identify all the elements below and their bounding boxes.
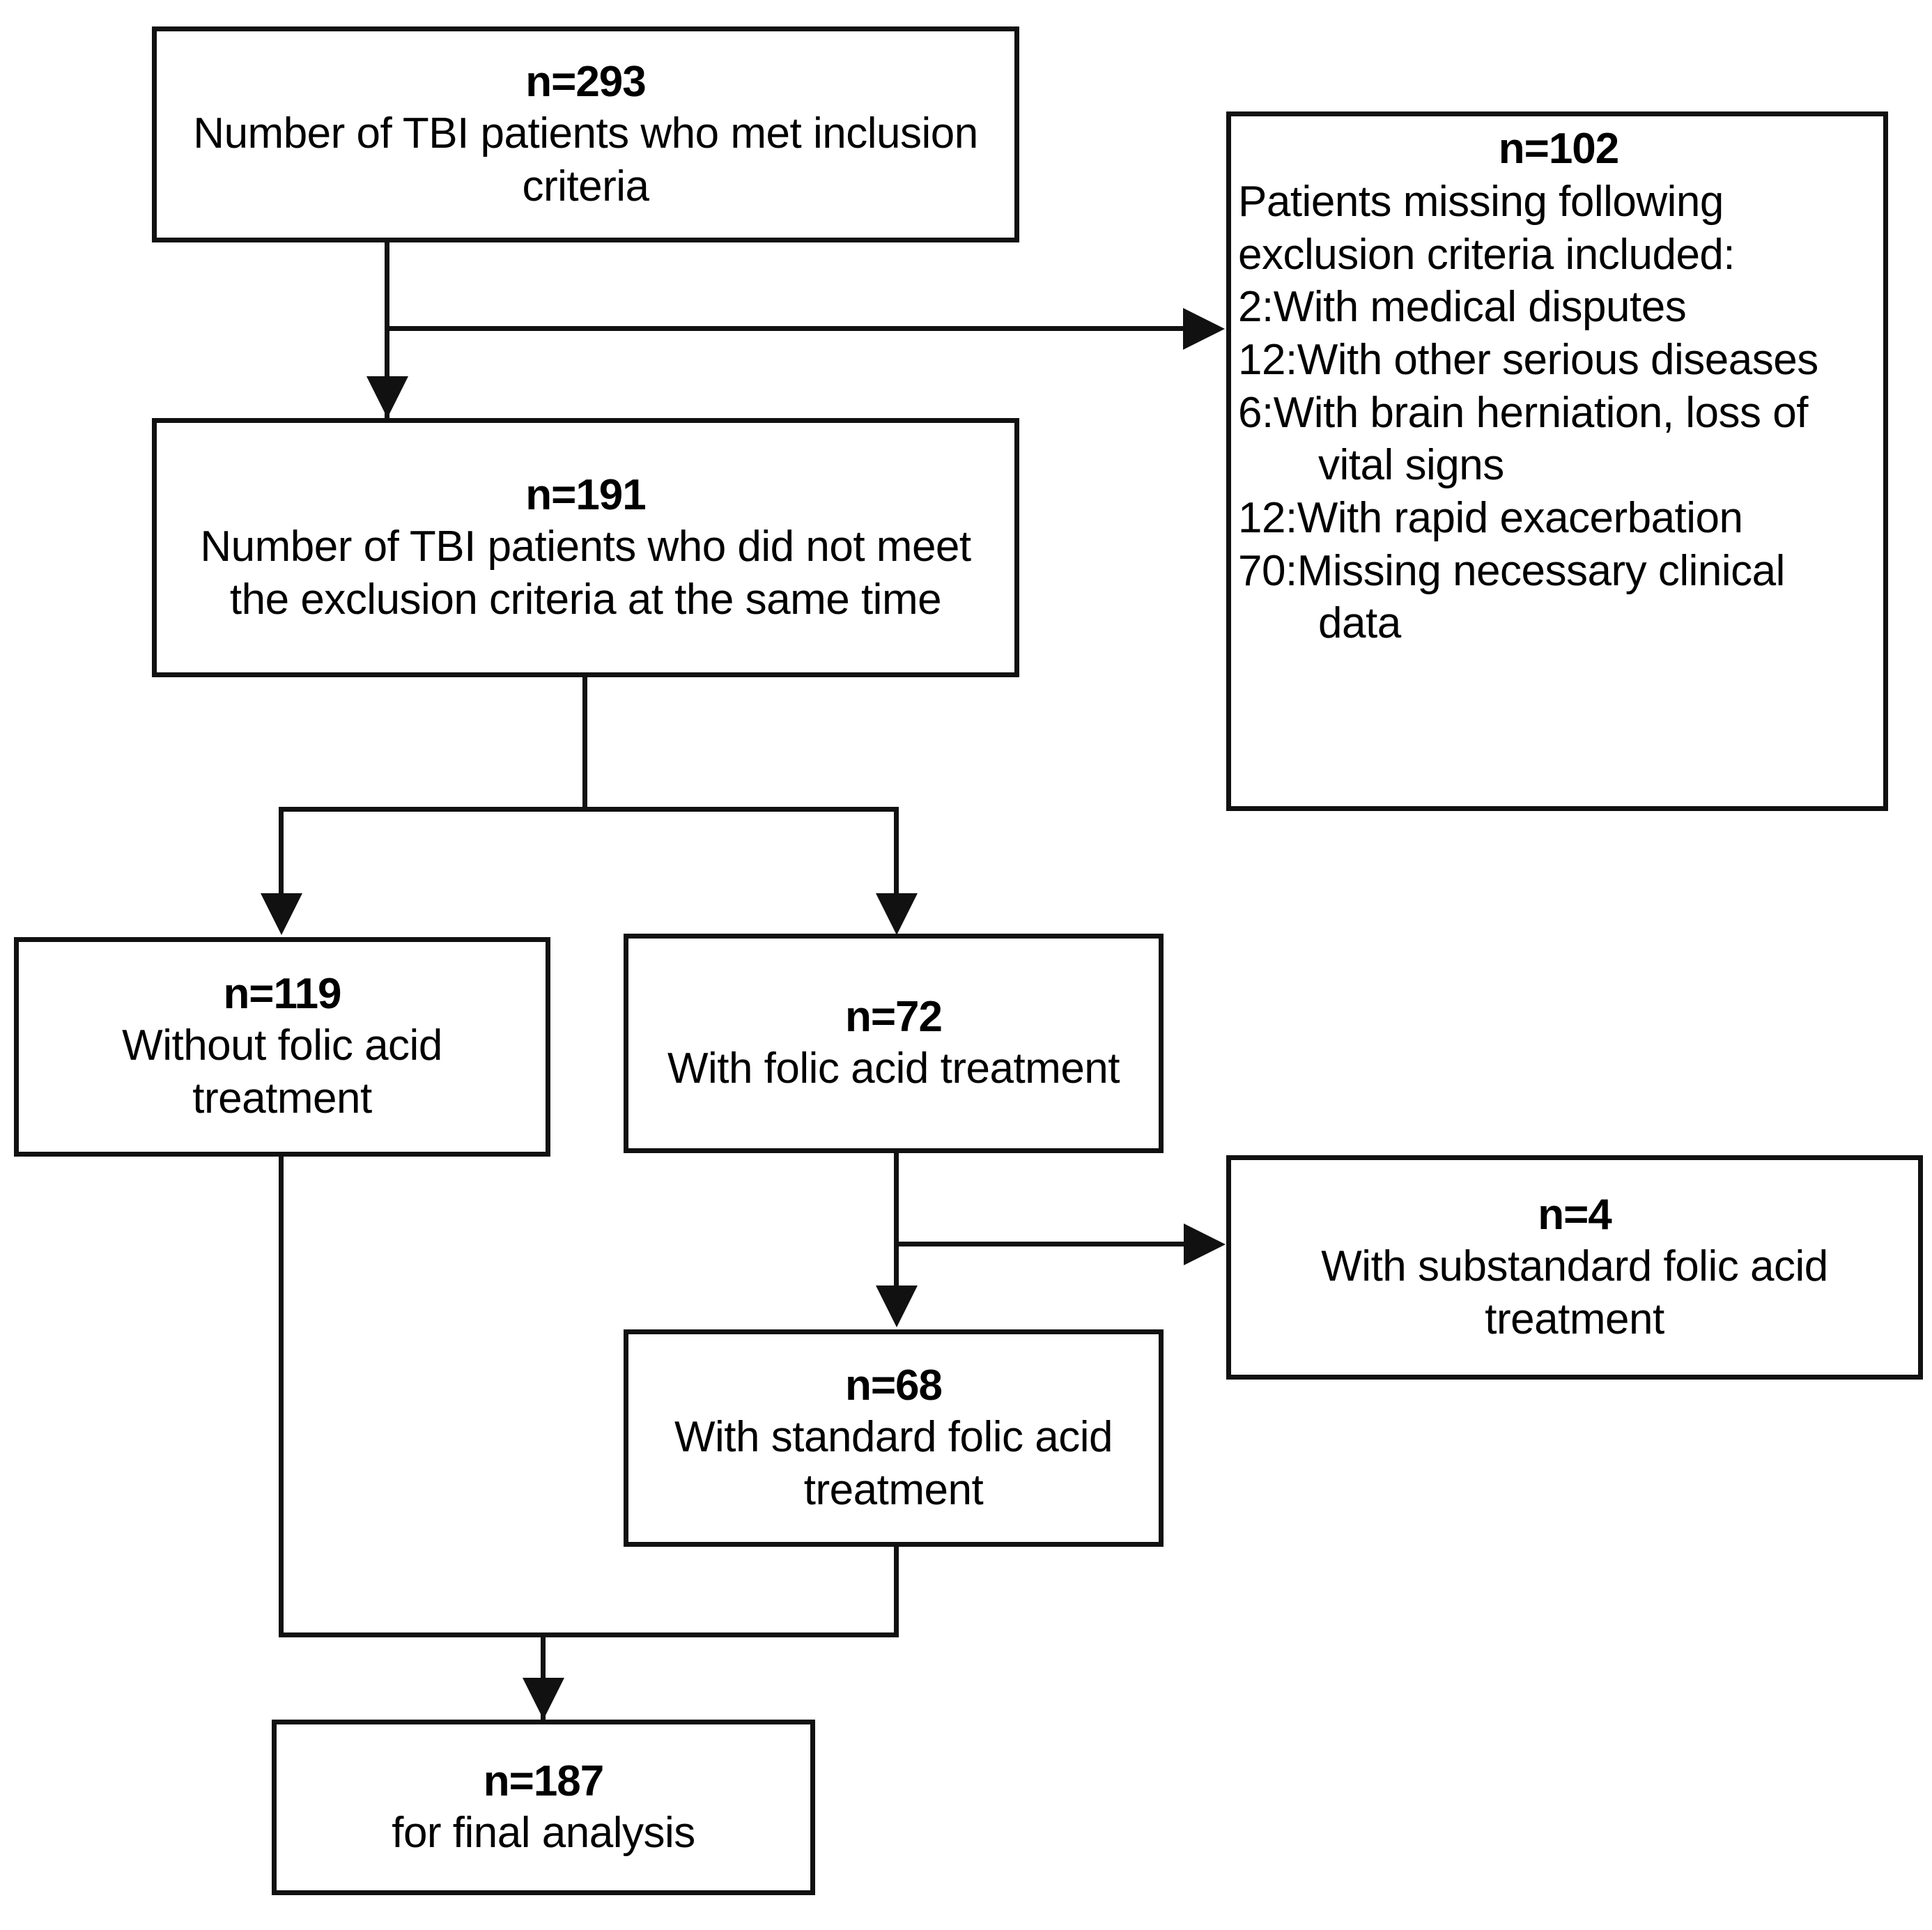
connector-with-folic-down	[894, 1153, 899, 1292]
node-standard: n=68 With standard folic acid treatment	[624, 1329, 1164, 1547]
connector-eligible-down	[582, 677, 587, 811]
node-eligible-description: Number of TBI patients who did not meet …	[200, 522, 971, 624]
node-included-count: n=293	[525, 57, 647, 106]
node-without-folic-count: n=119	[223, 970, 341, 1019]
node-included-description: Number of TBI patients who met inclusion…	[193, 109, 978, 210]
arrowhead-eligible	[366, 376, 408, 418]
connector-with-folic-to-substandard	[894, 1242, 1185, 1246]
node-final-description: for final analysis	[392, 1808, 695, 1857]
node-excluded-item-3: 12:With rapid exacerbation	[1238, 493, 1743, 542]
connector-included-to-excluded	[385, 326, 1184, 331]
node-with-folic-description: With folic acid treatment	[667, 1044, 1120, 1093]
node-substandard: n=4 With substandard folic acid treatmen…	[1226, 1155, 1923, 1380]
node-eligible: n=191 Number of TBI patients who did not…	[152, 418, 1019, 677]
connector-join-bar	[279, 1632, 899, 1637]
arrowhead-final	[523, 1678, 564, 1720]
node-with-folic: n=72 With folic acid treatment	[624, 934, 1164, 1153]
node-with-folic-count: n=72	[844, 993, 943, 1042]
arrowhead-standard	[876, 1286, 918, 1327]
node-final-count: n=187	[483, 1757, 605, 1805]
node-without-folic: n=119 Without folic acid treatment	[14, 937, 550, 1157]
connector-eligible-split	[279, 807, 899, 812]
node-final: n=187 for final analysis	[272, 1720, 815, 1895]
node-substandard-count: n=4	[1538, 1190, 1612, 1239]
arrowhead-excluded	[1183, 308, 1225, 350]
arrowhead-substandard	[1184, 1223, 1226, 1265]
node-eligible-count: n=191	[525, 470, 647, 519]
node-excluded-item-1: 12:With other serious diseases	[1238, 336, 1818, 385]
node-included: n=293 Number of TBI patients who met inc…	[152, 26, 1019, 242]
connector-standard-down	[894, 1547, 899, 1637]
connector-without-folic-down	[279, 1157, 284, 1637]
node-without-folic-description: Without folic acid treatment	[122, 1021, 442, 1123]
connector-split-left	[279, 807, 284, 897]
node-excluded-item-4: 70:Missing necessary clinical data	[1238, 546, 1785, 648]
node-substandard-description: With substandard folic acid treatment	[1321, 1242, 1828, 1343]
node-excluded-item-0: 2:With medical disputes	[1238, 283, 1687, 332]
node-excluded-item-2: 6:With brain herniation, loss of vital s…	[1238, 388, 1808, 490]
node-standard-count: n=68	[844, 1361, 943, 1410]
node-excluded: n=102 Patients missing following exclusi…	[1226, 111, 1888, 811]
connector-join-to-final	[541, 1632, 546, 1720]
arrowhead-with-folic	[876, 893, 918, 935]
connector-included-to-eligible	[385, 242, 389, 421]
arrowhead-without-folic	[261, 893, 302, 935]
node-excluded-count: n=102	[1498, 125, 1620, 173]
node-excluded-lead: Patients missing following exclusion cri…	[1238, 178, 1736, 279]
node-standard-description: With standard folic acid treatment	[674, 1412, 1113, 1514]
connector-split-right	[894, 807, 899, 897]
